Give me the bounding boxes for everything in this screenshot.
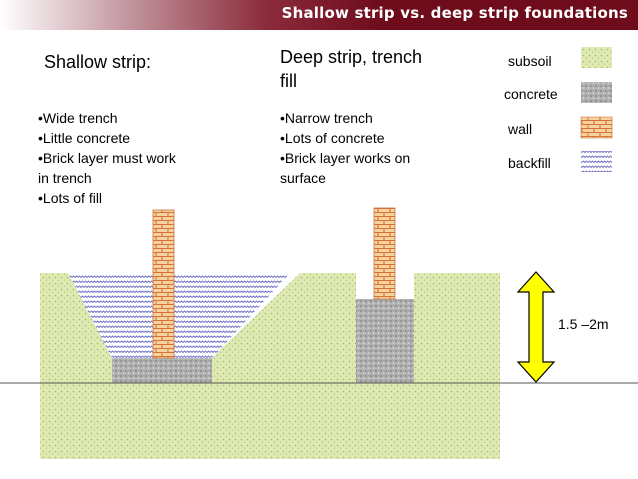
deep-right-subsoil: [414, 273, 500, 383]
wall-swatch: [580, 116, 613, 139]
subsoil-swatch: [581, 47, 612, 68]
shallow-bullet: •Wide trench: [38, 110, 118, 126]
shallow-left-subsoil-slope: [40, 273, 112, 383]
subsoil-below-ground: [40, 383, 500, 459]
deep-concrete-trench-fill: [356, 299, 414, 383]
shallow-bullet: •Brick layer must work in trench: [38, 150, 176, 186]
deep-left-subsoil: [350, 273, 356, 383]
shallow-bullet: •Lots of fill: [38, 190, 103, 206]
shallow-right-subsoil: [212, 273, 350, 383]
deep-brick-wall: [373, 207, 396, 300]
legend-subsoil-label: subsoil: [508, 53, 552, 69]
legend-concrete-label: concrete: [504, 86, 558, 102]
deep-bullet: •Brick layer works on surface: [280, 150, 411, 186]
deep-bullet-list: •Narrow trench •Lots of concrete •Brick …: [280, 108, 440, 188]
backfill-fill: [68, 273, 290, 358]
deep-heading: Deep strip, trench fill: [280, 47, 423, 91]
shallow-bullet-list: •Wide trench •Little concrete •Brick lay…: [38, 108, 188, 208]
legend-wall-label: wall: [508, 121, 533, 137]
deep-bullet: •Narrow trench: [280, 110, 373, 126]
shallow-concrete-footing: [112, 358, 212, 383]
shallow-heading: Shallow strip:: [44, 52, 152, 72]
legend-backfill-label: backfill: [508, 155, 551, 171]
dimension-arrow: [516, 271, 556, 383]
shallow-bullet: •Little concrete: [38, 130, 131, 146]
title-bar: Shallow strip vs. deep strip foundations: [0, 0, 638, 30]
concrete-swatch: [581, 82, 612, 103]
dimension-label: 1.5 –2m: [558, 316, 609, 332]
shallow-brick-wall: [152, 209, 175, 359]
backfill-swatch: [581, 151, 612, 172]
deep-bullet: •Lots of concrete: [280, 130, 385, 146]
slide-title: Shallow strip vs. deep strip foundations: [281, 4, 628, 22]
